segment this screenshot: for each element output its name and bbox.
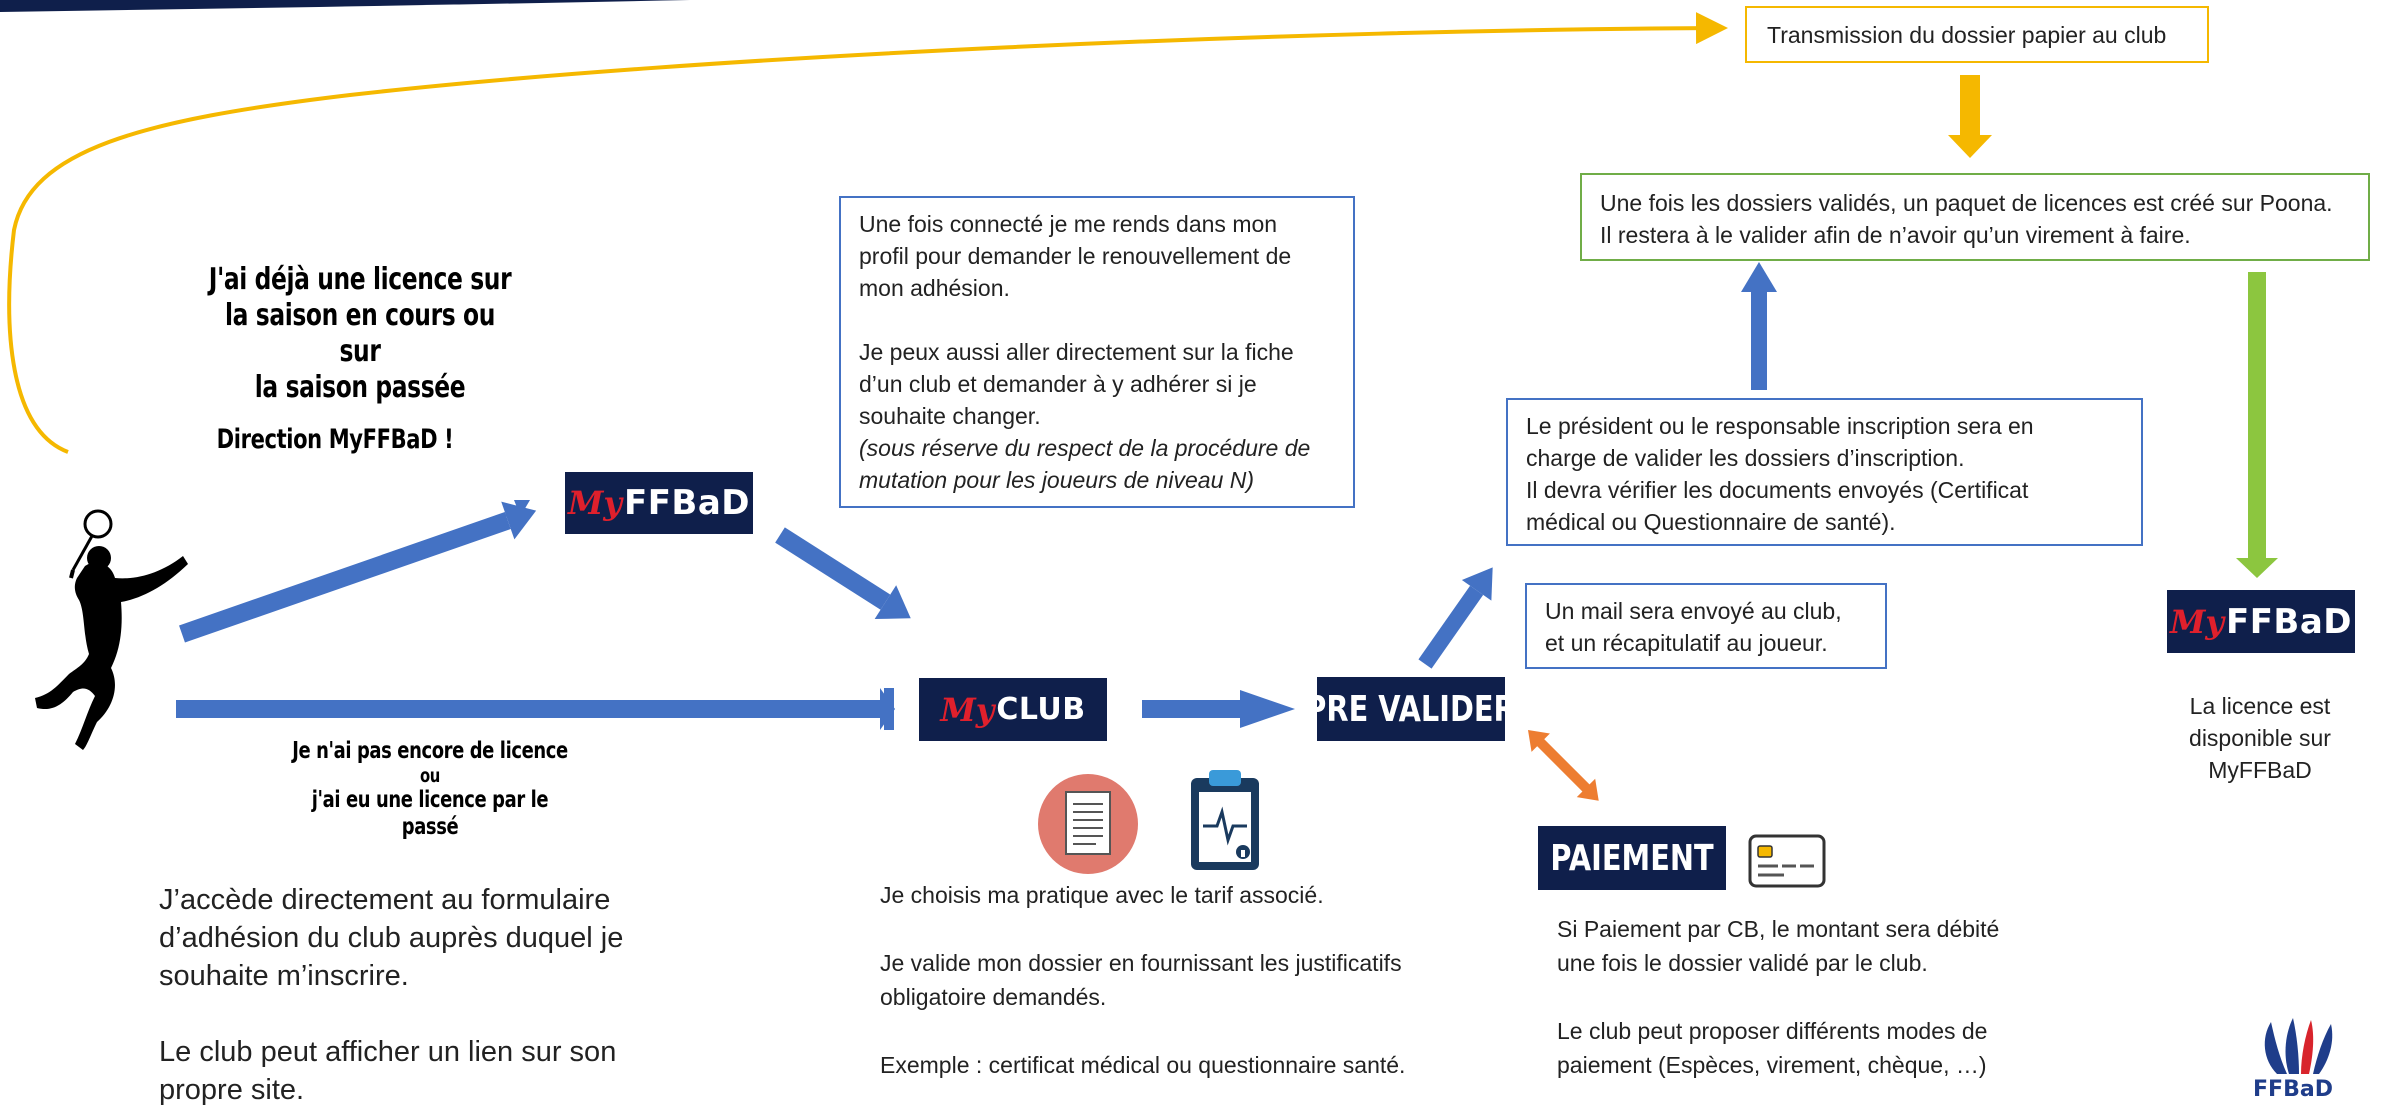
president-line1: Le président ou le responsable inscripti… bbox=[1526, 413, 2034, 439]
license-batch-box: Une fois les dossiers validés, un paquet… bbox=[1580, 173, 2370, 261]
mail-line2: et un récapitulatif au joueur. bbox=[1545, 630, 1828, 656]
paiement-label: PAIEMENT bbox=[1550, 837, 1714, 879]
payment-line3: Le club peut proposer différents modes d… bbox=[1557, 1018, 1988, 1044]
my-mark: My bbox=[567, 484, 622, 522]
no-license-note: Je n'ai pas encore de licence ou j'ai eu… bbox=[274, 738, 586, 841]
profile-line5: d’un club et demander à y adhérer si je bbox=[859, 371, 1257, 397]
final-line2: disponible sur bbox=[2189, 725, 2331, 751]
mail-notification-box: Un mail sera envoyé au club, et un récap… bbox=[1525, 583, 1887, 669]
existing-license-line1: J'ai déjà une licence sur bbox=[208, 262, 512, 297]
paiement-badge: PAIEMENT bbox=[1538, 826, 1726, 890]
myclub-logo: My CLUB bbox=[919, 678, 1107, 741]
profile-line3: mon adhésion. bbox=[859, 275, 1010, 301]
final-line3: MyFFBaD bbox=[2208, 757, 2312, 783]
direct-form-line2: d’adhésion du club auprès duquel je bbox=[159, 922, 624, 954]
final-line1: La licence est bbox=[2189, 693, 2331, 719]
club-link-line2: propre site. bbox=[159, 1074, 305, 1106]
direct-form-line3: souhaite m’inscrire. bbox=[159, 960, 409, 992]
my-mark-club: My bbox=[940, 690, 995, 729]
president-line2: charge de valider les dossiers d’inscrip… bbox=[1526, 445, 1965, 471]
profile-line6: souhaite changer. bbox=[859, 403, 1041, 429]
club-instructions: Je choisis ma pratique avec le tarif ass… bbox=[880, 878, 1405, 1082]
club-line3: obligatoire demandés. bbox=[880, 984, 1107, 1010]
gold-curve-arrow bbox=[7, 12, 1728, 454]
profile-renewal-box: Une fois connecté je me rends dans mon p… bbox=[839, 196, 1355, 508]
club-brand: CLUB bbox=[996, 692, 1086, 727]
club-link-line1: Le club peut afficher un lien sur son bbox=[159, 1036, 617, 1068]
profile-line4: Je peux aussi aller directement sur la f… bbox=[859, 339, 1294, 365]
payment-line2: une fois le dossier validé par le club. bbox=[1557, 950, 1928, 976]
club-line2: Je valide mon dossier en fournissant les… bbox=[880, 950, 1402, 976]
pre-valider-label: PRE VALIDER bbox=[1305, 688, 1517, 730]
medical-clipboard-icon bbox=[1191, 770, 1259, 870]
profile-line1: Une fois connecté je me rends dans mon bbox=[859, 211, 1278, 237]
paper-transmission-box: Transmission du dossier papier au club bbox=[1745, 6, 2209, 63]
document-icon bbox=[1038, 774, 1138, 874]
profile-line2: profil pour demander le renouvellement d… bbox=[859, 243, 1292, 269]
header-band bbox=[0, 0, 690, 12]
president-line4: médical ou Questionnaire de santé). bbox=[1526, 509, 1896, 535]
payment-line1: Si Paiement par CB, le montant sera débi… bbox=[1557, 916, 2000, 942]
final-brand: FFBaD bbox=[2225, 601, 2353, 642]
final-myffbad-logo: My FFBaD bbox=[2167, 590, 2355, 653]
profile-line8: mutation pour les joueurs de niveau N) bbox=[859, 467, 1255, 493]
profile-line7: (sous réserve du respect de la procédure… bbox=[859, 435, 1311, 461]
no-license-line1: Je n'ai pas encore de licence bbox=[292, 738, 568, 764]
direction-myffbad-label: Direction MyFFBaD ! bbox=[216, 424, 454, 455]
payment-instructions: Si Paiement par CB, le montant sera débi… bbox=[1557, 912, 1999, 1082]
existing-license-line3: la saison passée bbox=[254, 370, 466, 405]
no-license-line4: passé bbox=[401, 814, 459, 840]
credit-card-icon bbox=[1748, 834, 1826, 888]
existing-license-line2: la saison en cours ou sur bbox=[225, 298, 495, 369]
president-line3: Il devra vérifier les documents envoyés … bbox=[1526, 477, 2029, 503]
club-line4: Exemple : certificat médical ou question… bbox=[880, 1052, 1406, 1078]
my-mark-final: My bbox=[2169, 602, 2224, 641]
president-validation-box: Le président ou le responsable inscripti… bbox=[1506, 398, 2143, 546]
no-license-line3: j'ai eu une licence par le bbox=[311, 787, 549, 813]
batch-line1: Une fois les dossiers validés, un paquet… bbox=[1600, 190, 2333, 216]
existing-license-note: J'ai déjà une licence sur la saison en c… bbox=[204, 262, 516, 406]
myffbad-brand: FFBaD bbox=[623, 483, 751, 523]
ffbad-corner-logo bbox=[2264, 1018, 2333, 1074]
license-available-text: La licence est disponible sur MyFFBaD bbox=[2150, 690, 2370, 786]
pre-valider-badge: PRE VALIDER bbox=[1306, 677, 1516, 741]
no-license-line2: ou bbox=[420, 765, 440, 787]
payment-line4: paiement (Espèces, virement, chèque, …) bbox=[1557, 1052, 1987, 1078]
direct-form-line1: J’accède directement au formulaire bbox=[159, 884, 611, 916]
myffbad-logo: My FFBaD bbox=[565, 472, 753, 534]
transmission-text: Transmission du dossier papier au club bbox=[1767, 22, 2167, 48]
direct-form-text: J’accède directement au formulaire d’adh… bbox=[159, 881, 623, 1109]
badminton-player-icon bbox=[35, 509, 188, 750]
ffbad-corner-logo-text: FFBaD bbox=[2253, 1077, 2333, 1102]
club-line1: Je choisis ma pratique avec le tarif ass… bbox=[880, 882, 1324, 908]
mail-line1: Un mail sera envoyé au club, bbox=[1545, 598, 1842, 624]
batch-line2: Il restera à le valider afin de n’avoir … bbox=[1600, 222, 2191, 248]
